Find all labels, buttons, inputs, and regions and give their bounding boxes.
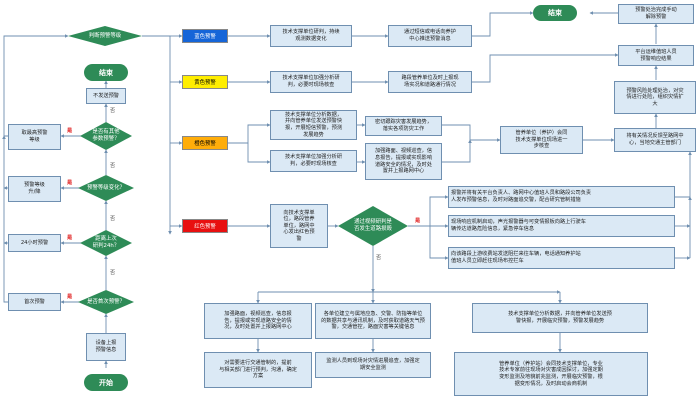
flow-arrow	[3, 34, 69, 137]
bottom-box-traffic-control: 对需要进行交通管制的，提前 与相关部门进行预判，沟通，确定 方案	[204, 352, 312, 388]
bottom-box-data-sharing: 各单位建立与属地应急、交警、防指等单位 的数据共享与通讯机制，及时获取道路天气预…	[315, 303, 431, 339]
orange-action-box-1: 技术支撑单位分析数据， 并向管养单位发送预警快 报，开展短信预警，预测 发展趋势	[270, 110, 357, 140]
orange-notice-box-2: 加强路面、视频巡查，信 息报告，提报或实现影响 道路安全的情况，及时处 置并上报…	[365, 143, 442, 180]
device-upload-box: 设备上报 预警信息	[86, 333, 126, 361]
blue-notice-box: 通过短信或电话向养护 中心推送预警消息	[388, 25, 472, 47]
no-label: 否	[376, 255, 382, 261]
lift-warning-box: 预警处治完成手动 解除预警	[618, 4, 694, 24]
flow-arrow	[247, 143, 271, 164]
red-warning-level: 红色预警	[182, 219, 228, 233]
orange-warning-level: 橙色预警	[182, 136, 228, 150]
no-label: 否	[110, 270, 116, 276]
bottom-box-patrol: 加强路面，视频巡查，信息报 告，提报或实现道路安全的情 况，及时处置并上报路网中…	[204, 303, 312, 339]
yes-label: 是	[415, 218, 421, 224]
blue-action-box: 技术支撑单位研判，持续 观测数据变化	[270, 25, 352, 47]
joint-inspection-box: 管养单位（养护）会同 技术支撑单位现场进一 步核查	[500, 126, 583, 154]
flow-arrow	[408, 195, 449, 227]
bottom-box-expert-consult: 管养单位（养护站）会同技术支撑单位，专业 技术专家前往现场对灾害成因探讨，加强定…	[454, 352, 648, 396]
orange-notice-box-1: 密切跟踪灾害发展趋势， 落实各项防灾工作	[365, 116, 442, 136]
flow-arrow	[472, 53, 619, 83]
yellow-notice-box: 路段管养单位及时上报现 场实况和道路通行情况	[388, 71, 472, 93]
yes-label: 是	[67, 180, 73, 186]
flow-arrow	[442, 124, 501, 142]
red-action-box: 向技术支撑单 位，路段管养 单位，路网中 心发出红色预 警	[270, 204, 328, 248]
flow-arrow	[675, 151, 692, 198]
flow-arrow	[228, 123, 271, 144]
no-label: 否	[110, 108, 116, 114]
bottom-box-tech-analysis: 技术支撑单位分析数据，并向管养单位发送预 警快报，开展临灾预警，预警发展趋势	[472, 303, 648, 333]
take-highest-level-box: 取最高预警 等级	[8, 124, 61, 150]
platform-response-box: 平台运维值班人员 预警响应结果	[618, 45, 694, 66]
bottom-box-monitoring: 监测人员到现场对灾情进展追查，加强定 期安全监测	[315, 352, 431, 378]
red-step-3-box: 向该路段上游收费站发送阻拦来往车辆，电话通知养护站 值班人员立即赶往现场布控拦车	[448, 247, 675, 269]
no-label: 否	[110, 163, 116, 169]
no-label: 否	[110, 216, 116, 222]
flow-arrow	[472, 11, 534, 37]
start-terminal: 开始	[84, 374, 128, 391]
flow-arrow	[429, 226, 449, 260]
risk-handling-box: 预警风险处理处治，对灾 情进行处险，组织灾情扩 大	[614, 81, 696, 114]
first-warning-box: 首次预警	[8, 293, 61, 311]
blue-warning-level: 蓝色预警	[182, 29, 228, 43]
yes-label: 是	[67, 235, 73, 241]
no-warning-box: 不发送预警	[86, 88, 126, 104]
end-terminal-top: 结束	[533, 5, 577, 21]
level-up-down-box: 预警等级 升/降	[8, 176, 61, 202]
yellow-warning-level: 黄色预警	[182, 75, 228, 89]
yes-label: 是	[67, 128, 73, 134]
report-upward-box: 将有关情况反馈至路网中 心，当地交通主管部门	[614, 128, 696, 152]
end-terminal-left: 结束	[84, 64, 128, 81]
yes-label: 是	[67, 294, 73, 300]
red-step-2-box: 现场响应机制启动，声光报警器与可变情报板向路上行驶车 辆传达道路危险信息，紧急停…	[448, 215, 675, 237]
orange-action-box-2: 技术支撑单位加强分析研 判，必要时现场核查	[270, 150, 357, 172]
red-step-1-box: 报警并将有关平台负责人、路网中心值班人员和路段公司负责 人发布预警信息，及时对路…	[448, 186, 675, 208]
every-24h-box: 24小时预警	[8, 234, 61, 252]
yellow-action-box: 技术支撑单位加强分析研 判，必要时现场核查	[270, 71, 352, 93]
